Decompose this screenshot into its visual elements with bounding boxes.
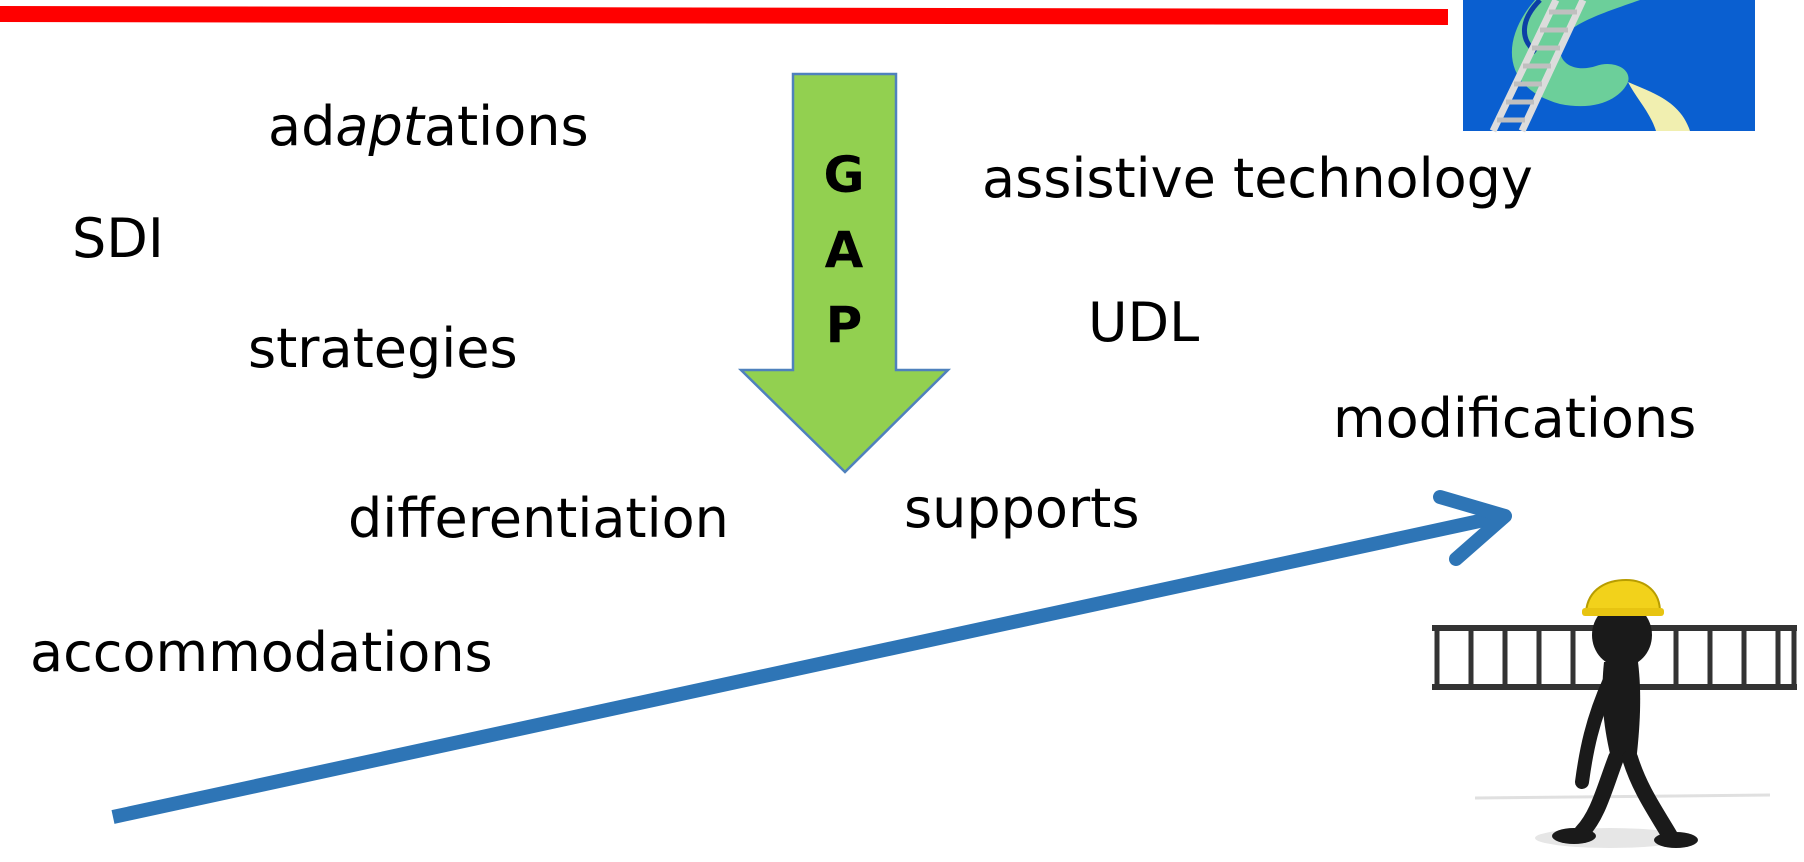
term-differentiation: differentiation	[348, 487, 729, 550]
term-accommodations: accommodations	[30, 621, 493, 684]
gap-letter-p: P	[825, 296, 863, 354]
gap-letter-a: A	[824, 221, 864, 279]
ladder-s-logo-icon	[1463, 0, 1755, 133]
term-adaptations-prefix: ad	[268, 95, 336, 158]
gap-arrow	[737, 72, 952, 474]
term-strategies: strategies	[248, 317, 518, 380]
term-supports: supports	[904, 477, 1140, 540]
term-modifications: modifications	[1333, 387, 1697, 450]
stick-figure-carrying-ladder-icon	[1432, 578, 1797, 848]
term-sdi: SDI	[72, 207, 164, 270]
term-adaptations: adaptations	[268, 100, 589, 154]
term-udl: UDL	[1088, 291, 1200, 354]
top-red-line	[0, 6, 1449, 25]
term-assistive-technology: assistive technology	[982, 147, 1533, 210]
term-adaptations-emphasis: apt	[335, 95, 424, 158]
growth-arrow	[111, 490, 1512, 824]
term-adaptations-suffix: ations	[423, 95, 589, 158]
gap-letter-g: G	[823, 146, 865, 204]
